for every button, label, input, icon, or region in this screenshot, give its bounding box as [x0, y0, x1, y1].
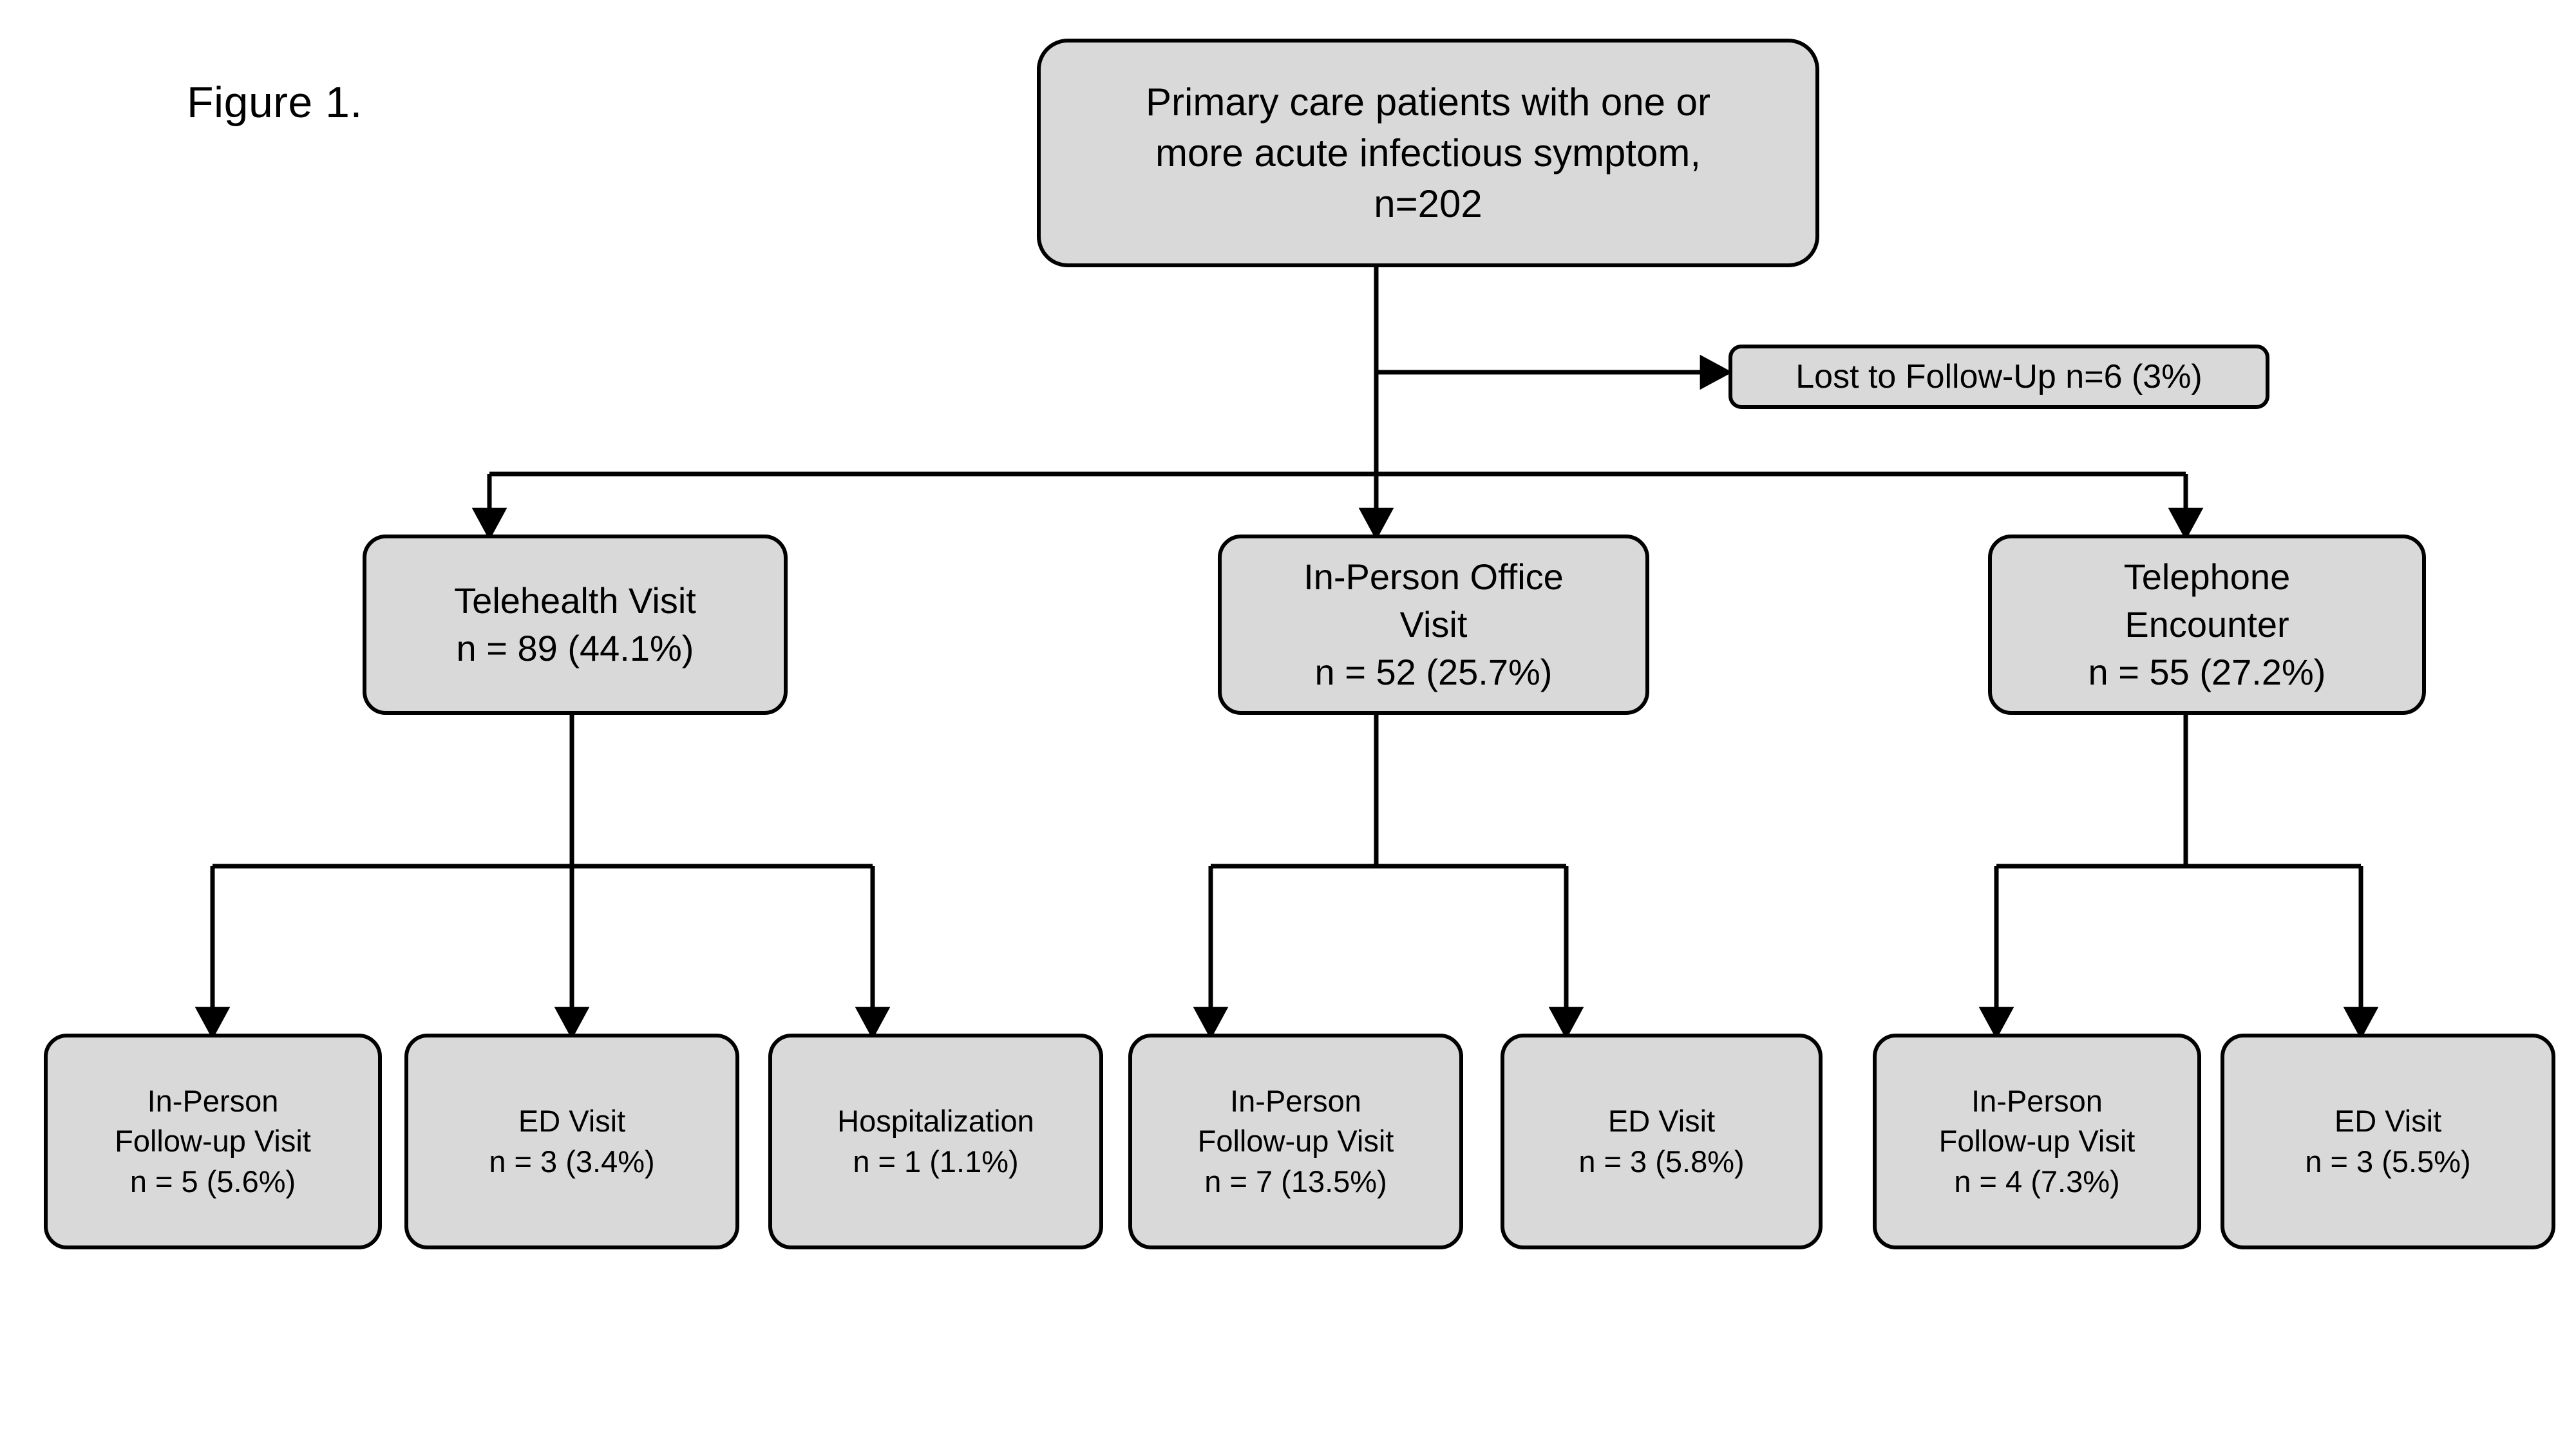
node-root-line-1: Primary care patients with one or — [1145, 80, 1711, 124]
node-office-in-person-followup[interactable]: In-Person Follow-up Visit n = 7 (13.5%) — [1128, 1034, 1463, 1249]
node-tele-ed-line-1: ED Visit — [518, 1104, 626, 1139]
node-lost-label: Lost to Follow-Up n=6 (3%) — [1795, 357, 2202, 395]
figure-caption: Figure 1. — [187, 78, 363, 127]
node-tel-ed-line-1: ED Visit — [2334, 1104, 2442, 1139]
node-telehealth-line-1: Telehealth Visit — [454, 580, 696, 621]
node-office-ed-visit[interactable]: ED Visit n = 3 (5.8%) — [1501, 1034, 1823, 1249]
node-lost-to-followup[interactable]: Lost to Follow-Up n=6 (3%) — [1728, 345, 2269, 409]
node-tel-ed-line-2: n = 3 (5.5%) — [2305, 1144, 2471, 1179]
node-off-ipfu-line-3: n = 7 (13.5%) — [1204, 1164, 1387, 1198]
node-tele-ipfu-line-2: Follow-up Visit — [115, 1124, 311, 1159]
node-tele-ed-line-2: n = 3 (3.4%) — [489, 1144, 655, 1179]
node-tele-hosp-line-2: n = 1 (1.1%) — [853, 1144, 1019, 1179]
node-off-ed-line-1: ED Visit — [1607, 1104, 1716, 1139]
node-telephone-in-person-followup[interactable]: In-Person Follow-up Visit n = 4 (7.3%) — [1873, 1034, 2201, 1249]
node-telehealth-visit[interactable]: Telehealth Visit n = 89 (44.1%) — [363, 535, 788, 715]
node-off-ipfu-line-1: In-Person — [1230, 1084, 1361, 1119]
node-office-line-3: n = 52 (25.7%) — [1314, 651, 1553, 692]
node-tele-hosp-line-1: Hospitalization — [837, 1104, 1034, 1139]
node-telephone-line-1: Telephone — [2123, 556, 2291, 598]
node-telephone-line-3: n = 55 (27.2%) — [2088, 651, 2326, 692]
node-root-line-2: more acute infectious symptom, — [1155, 131, 1701, 175]
node-telephone-ed-visit[interactable]: ED Visit n = 3 (5.5%) — [2221, 1034, 2555, 1249]
node-root-line-3: n=202 — [1374, 182, 1482, 226]
node-office-line-1: In-Person Office — [1303, 556, 1564, 598]
node-telephone-encounter[interactable]: Telephone Encounter n = 55 (27.2%) — [1988, 535, 2426, 715]
node-office-line-2: Visit — [1399, 604, 1468, 645]
node-tel-ipfu-line-2: Follow-up Visit — [1938, 1124, 2136, 1159]
node-tel-ipfu-line-3: n = 4 (7.3%) — [1954, 1164, 2120, 1198]
node-off-ed-line-2: n = 3 (5.8%) — [1578, 1144, 1745, 1179]
node-in-person-office-visit[interactable]: In-Person Office Visit n = 52 (25.7%) — [1218, 535, 1649, 715]
node-telehealth-in-person-followup[interactable]: In-Person Follow-up Visit n = 5 (5.6%) — [44, 1034, 382, 1249]
node-off-ipfu-line-2: Follow-up Visit — [1197, 1124, 1394, 1159]
node-telehealth-line-2: n = 89 (44.1%) — [456, 628, 694, 668]
node-telehealth-ed-visit[interactable]: ED Visit n = 3 (3.4%) — [404, 1034, 739, 1249]
node-tel-ipfu-line-1: In-Person — [1971, 1084, 2103, 1119]
node-telehealth-hospitalization[interactable]: Hospitalization n = 1 (1.1%) — [768, 1034, 1103, 1249]
node-tele-ipfu-line-3: n = 5 (5.6%) — [129, 1164, 296, 1198]
node-primary-care-patients[interactable]: Primary care patients with one or more a… — [1037, 39, 1819, 267]
node-tele-ipfu-line-1: In-Person — [147, 1084, 279, 1119]
node-telephone-line-2: Encounter — [2125, 604, 2289, 645]
